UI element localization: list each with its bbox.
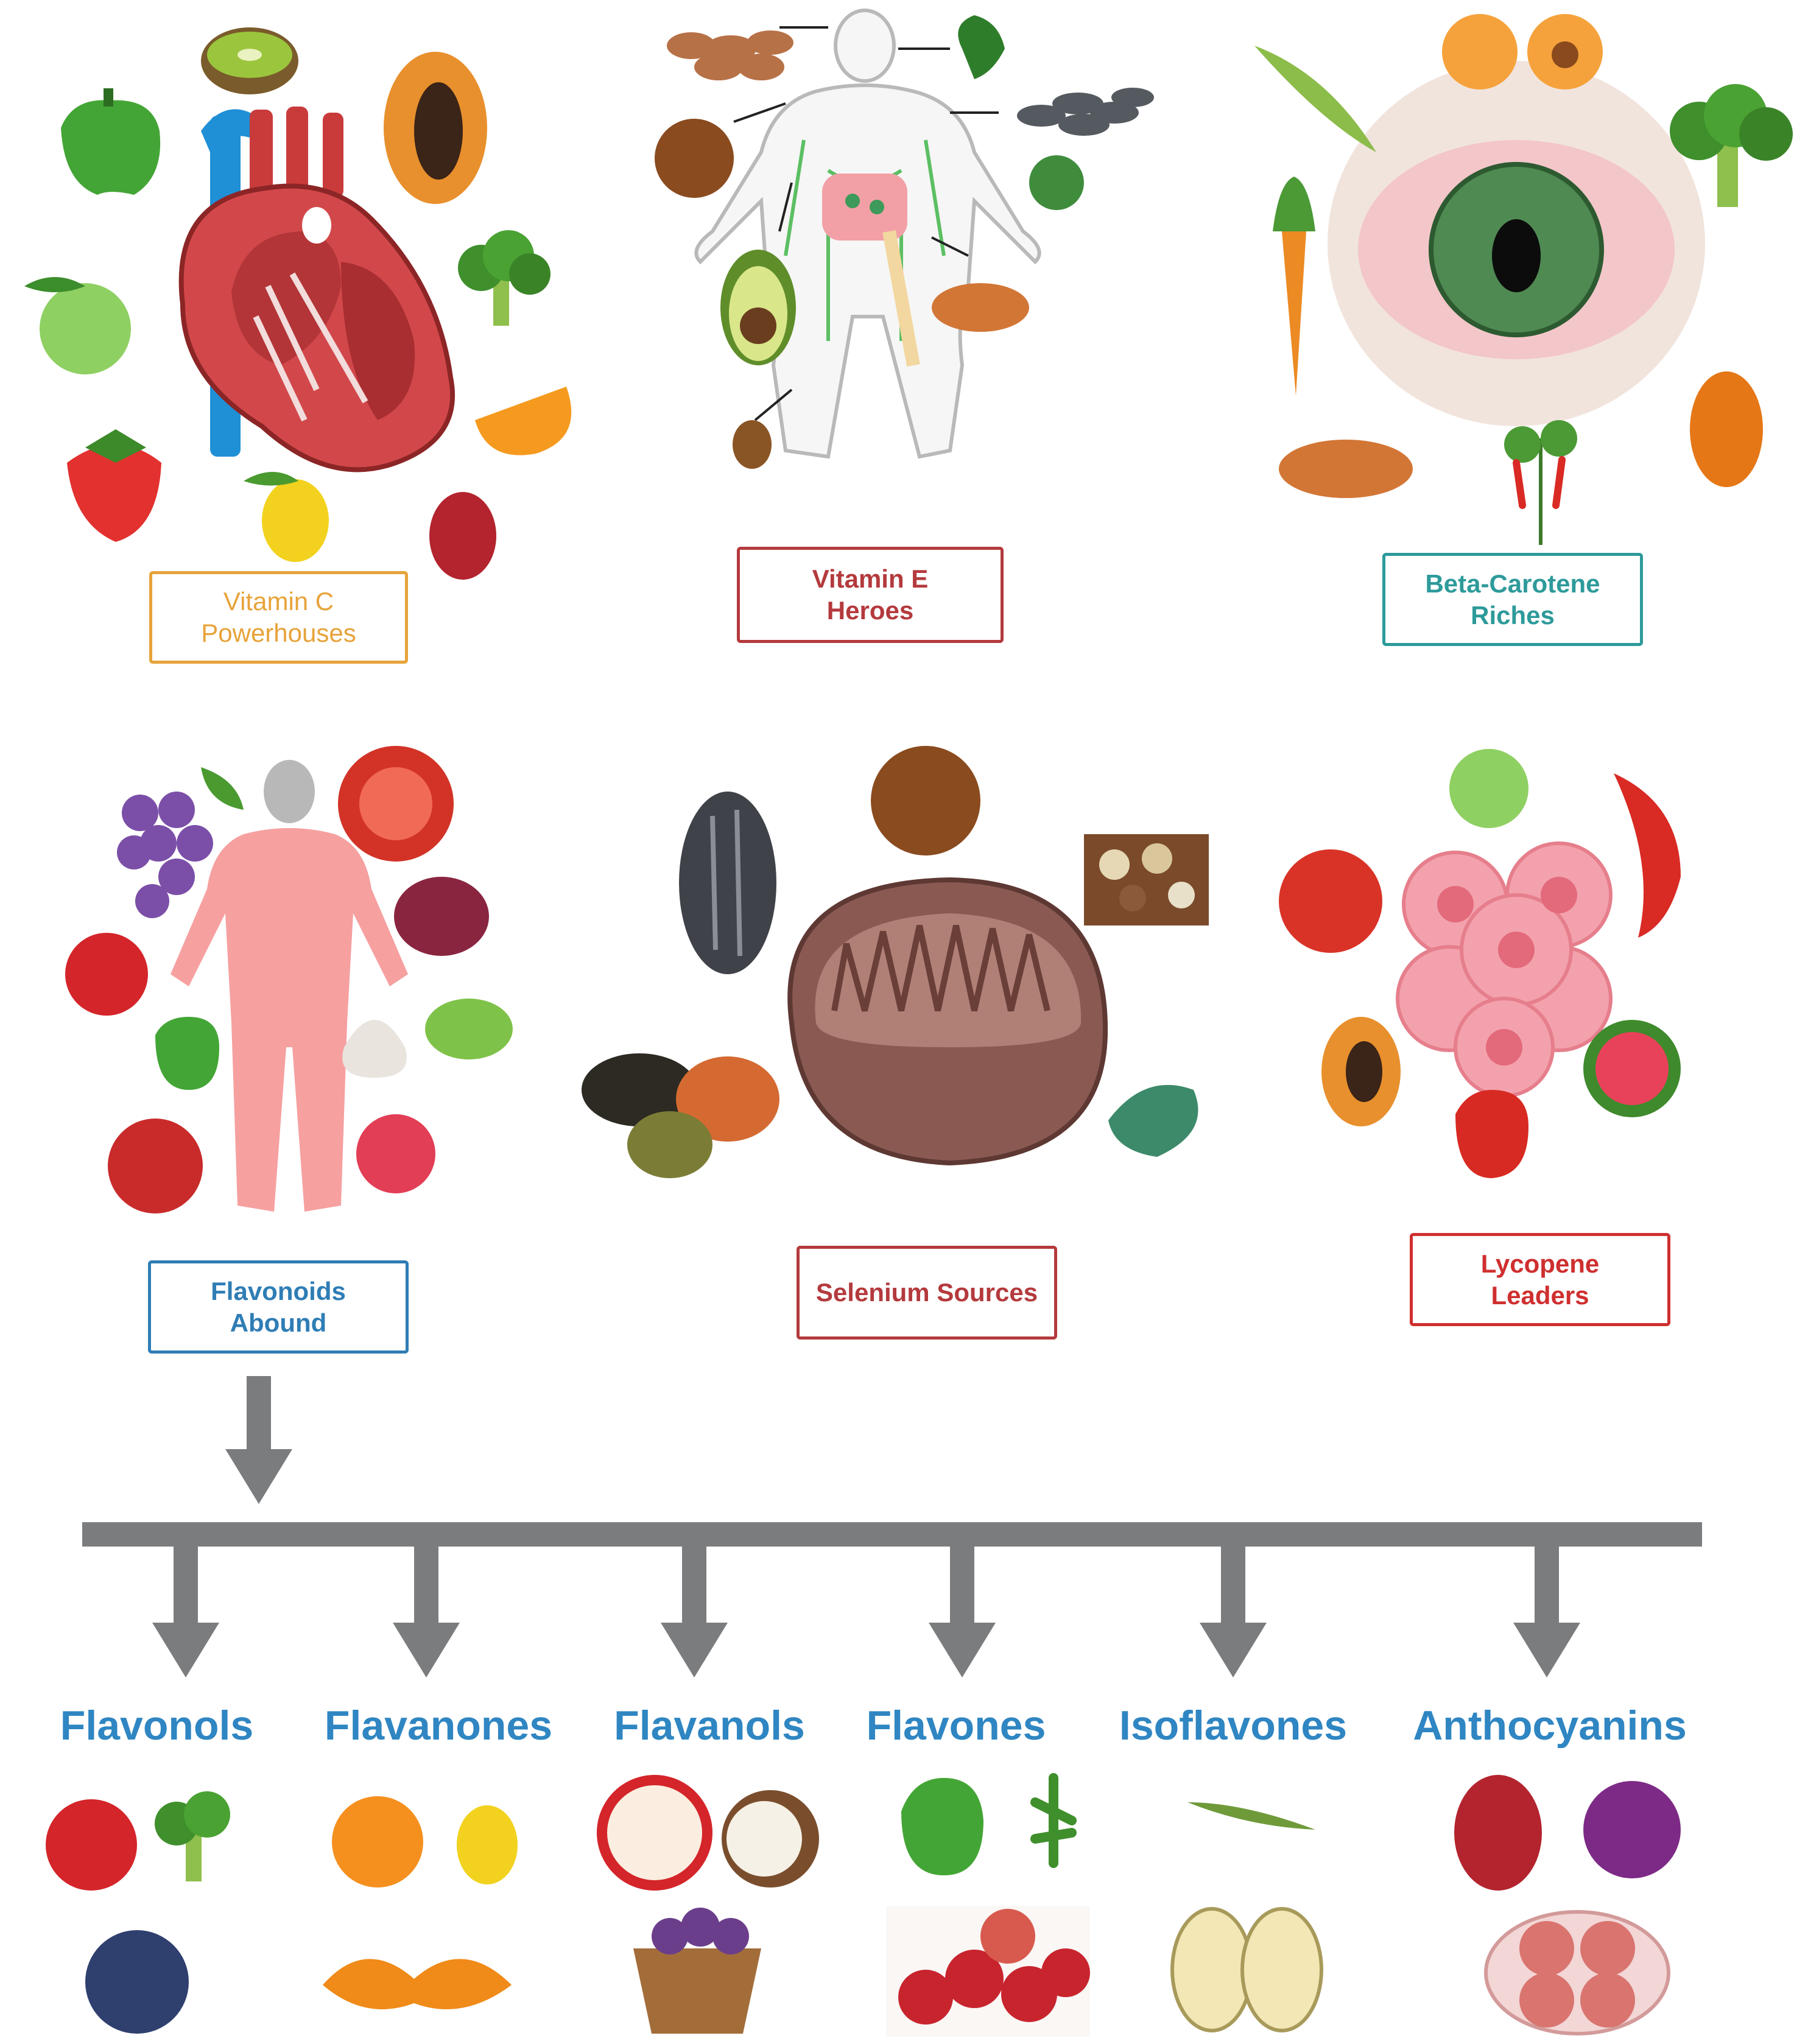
red-pepper-icon (1455, 1090, 1528, 1178)
arrow-flavonols (152, 1547, 219, 1677)
soybean-pod-icon (1187, 1802, 1315, 1830)
garlic-icon (342, 1020, 407, 1078)
sunflower-seeds-icon (1017, 88, 1154, 136)
broccoli-icon (1670, 84, 1793, 207)
embryo-cell-icon (1484, 1910, 1670, 2035)
lemon-icon (262, 479, 329, 562)
green-apple-icon (40, 283, 131, 374)
red-cabbage-icon (1583, 1781, 1681, 1878)
beta-carotene-illustration (1254, 14, 1793, 545)
hazelnut-icon (655, 119, 734, 198)
red-apple-icon (46, 1799, 137, 1891)
intestine-icon (822, 174, 907, 241)
lycopene-illustration (1279, 749, 1681, 1178)
arrow-flavanones (393, 1547, 460, 1677)
flavonoids-illustration (65, 746, 513, 1213)
almonds-icon (667, 30, 793, 80)
red-apple-icon (65, 933, 148, 1016)
arrow-flavones (929, 1547, 996, 1677)
herb-sprig-icon (1030, 1773, 1077, 1868)
red-lentils-icon (676, 1056, 779, 1142)
plum-icon (1454, 1775, 1542, 1891)
kale-icon (1029, 155, 1084, 210)
green-lentils-icon (627, 1111, 712, 1178)
hazelnut-icon (871, 746, 980, 855)
red-onion-icon (394, 877, 489, 956)
flavanols-foods (597, 1775, 819, 2034)
isoflavones-foods (1170, 1802, 1323, 2032)
raspberry-icon (356, 1114, 435, 1193)
mitochondrion-illustration (787, 877, 1108, 1166)
bean-seed-icon (1170, 1907, 1253, 2032)
class-anthocyanins: Anthocyanins (1413, 1702, 1687, 1749)
flavonoids-label: Flavonoids Abound (148, 1260, 409, 1354)
apricot-icon (1442, 14, 1518, 90)
flavones-foods (886, 1773, 1090, 2037)
broccoli-icon (458, 230, 551, 326)
human-body-illustration (171, 760, 408, 1212)
green-apple-icon (1449, 749, 1528, 828)
red-chili-icon (1614, 773, 1681, 938)
arrow-anthocyanins (1513, 1547, 1580, 1677)
class-isoflavones: Isoflavones (1119, 1702, 1348, 1749)
sweet-potato-icon (932, 283, 1029, 332)
pea-pod-icon (1254, 46, 1376, 152)
strawberry-icon (67, 444, 161, 542)
arrow-down (225, 1376, 292, 1504)
cell-cluster-illustration (1396, 841, 1613, 1098)
flavonols-foods (46, 1791, 230, 2034)
vitamin-e-illustration (655, 9, 1154, 469)
sweet-potato-icon (1279, 440, 1413, 498)
black-seeds-icon (582, 1053, 697, 1126)
broccoli-icon (155, 1791, 230, 1881)
pumpkin-icon (1690, 371, 1763, 487)
beta-carotene-label: Beta-Carotene Riches (1382, 553, 1643, 646)
class-flavanols: Flavanols (614, 1702, 805, 1749)
flavanones-foods (323, 1796, 518, 2009)
lime-icon (425, 999, 513, 1059)
green-pepper-icon (155, 1017, 219, 1090)
orange-icon (332, 1796, 423, 1888)
vitamin-c-label: Vitamin C Powerhouses (149, 571, 408, 664)
class-flavones: Flavones (866, 1702, 1046, 1749)
vitamin-c-illustration (24, 27, 572, 580)
spinach-icon (958, 15, 1005, 79)
lycopene-label: Lycopene Leaders (1410, 1233, 1670, 1326)
arrow-isoflavones (1200, 1547, 1267, 1677)
orange-peel-icon (323, 1959, 512, 2009)
nut-icon (733, 420, 772, 469)
green-pepper-icon (901, 1778, 983, 1875)
class-flavanones: Flavanones (324, 1702, 553, 1749)
tomato-icon (1279, 849, 1382, 953)
anthocyanins-foods (1454, 1775, 1681, 2035)
sunflower-seed-icon (679, 792, 776, 974)
vitamin-e-label: Vitamin E Heroes (737, 547, 1004, 643)
selenium-illustration (582, 746, 1209, 1178)
carrot-icon (1282, 231, 1306, 396)
human-body-illustration (694, 9, 1041, 459)
grapes-icon (117, 767, 244, 918)
orange-slice-icon (475, 387, 572, 455)
plum-icon (429, 492, 496, 580)
heart-illustration (178, 107, 456, 472)
leafy-greens-icon (1108, 1084, 1198, 1157)
chili-plant-icon (1504, 420, 1577, 545)
arrow-flavanols (661, 1547, 728, 1677)
grape-basket-icon (633, 1948, 761, 2034)
green-pepper-icon (61, 100, 161, 195)
lemon-icon (457, 1805, 518, 1884)
blueberry-icon (85, 1930, 189, 2034)
branch-bar (82, 1522, 1702, 1547)
cranberry-icon (108, 1119, 203, 1213)
flow-arrows (82, 1376, 1702, 1677)
selenium-label: Selenium Sources (797, 1246, 1057, 1340)
class-flavonols: Flavonols (60, 1702, 254, 1749)
